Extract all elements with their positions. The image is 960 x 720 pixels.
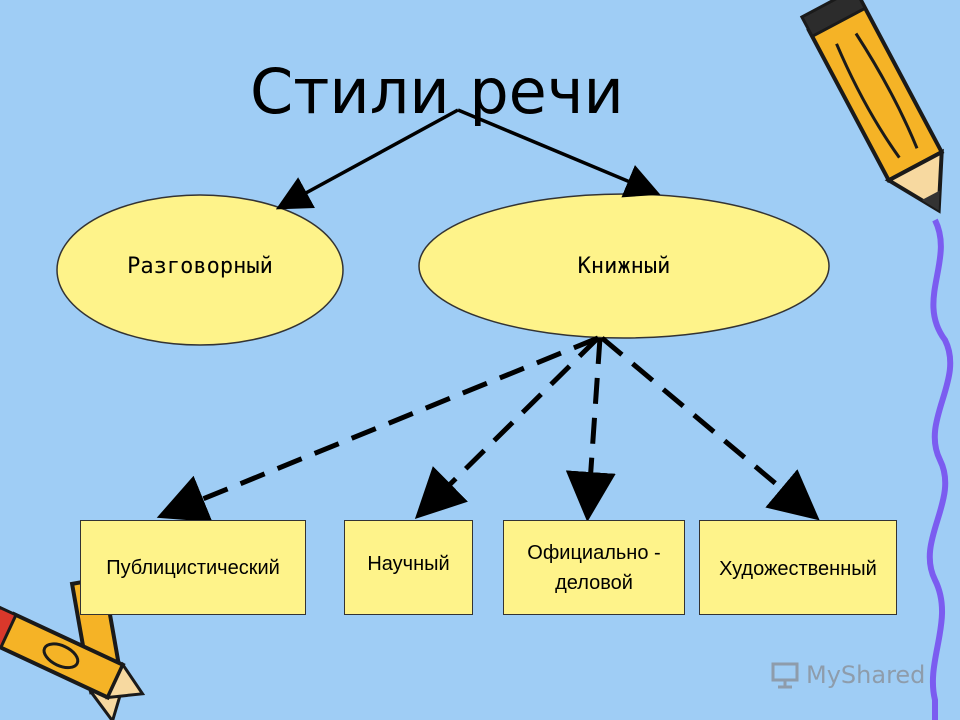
diagram-title: Стили речи xyxy=(250,52,630,132)
node-box-oficialno-delovoy: Официально - деловой xyxy=(503,520,685,615)
node-box-nauchny: Научный xyxy=(344,520,473,615)
pencil-icon xyxy=(802,0,960,224)
arrow-knizhny-to-oficialno xyxy=(588,338,600,512)
node-label-knizhny: Книжный xyxy=(524,254,724,279)
arrow-knizhny-to-nauchny xyxy=(422,338,598,512)
wavy-border-decoration xyxy=(930,220,951,720)
node-box-hudozhestvenny: Художественный xyxy=(699,520,897,615)
node-label-nauchny: Научный xyxy=(367,549,449,579)
node-label-razgovorny: Разговорный xyxy=(100,254,300,279)
node-label-publicistichesky: Публицистический xyxy=(106,553,280,583)
arrow-knizhny-to-publicistichesky xyxy=(166,338,598,514)
node-box-publicistichesky: Публицистический xyxy=(80,520,306,615)
presentation-screen-icon xyxy=(770,660,800,690)
node-label-oficialno-delovoy: Официально - деловой xyxy=(527,538,660,598)
arrow-knizhny-to-hudozhestvenny xyxy=(602,338,812,514)
watermark-text: MyShared xyxy=(806,661,925,689)
pencil-icon-horizontal xyxy=(0,607,150,710)
node-label-hudozhestvenny: Художественный xyxy=(719,554,877,584)
watermark: MyShared xyxy=(770,658,925,692)
